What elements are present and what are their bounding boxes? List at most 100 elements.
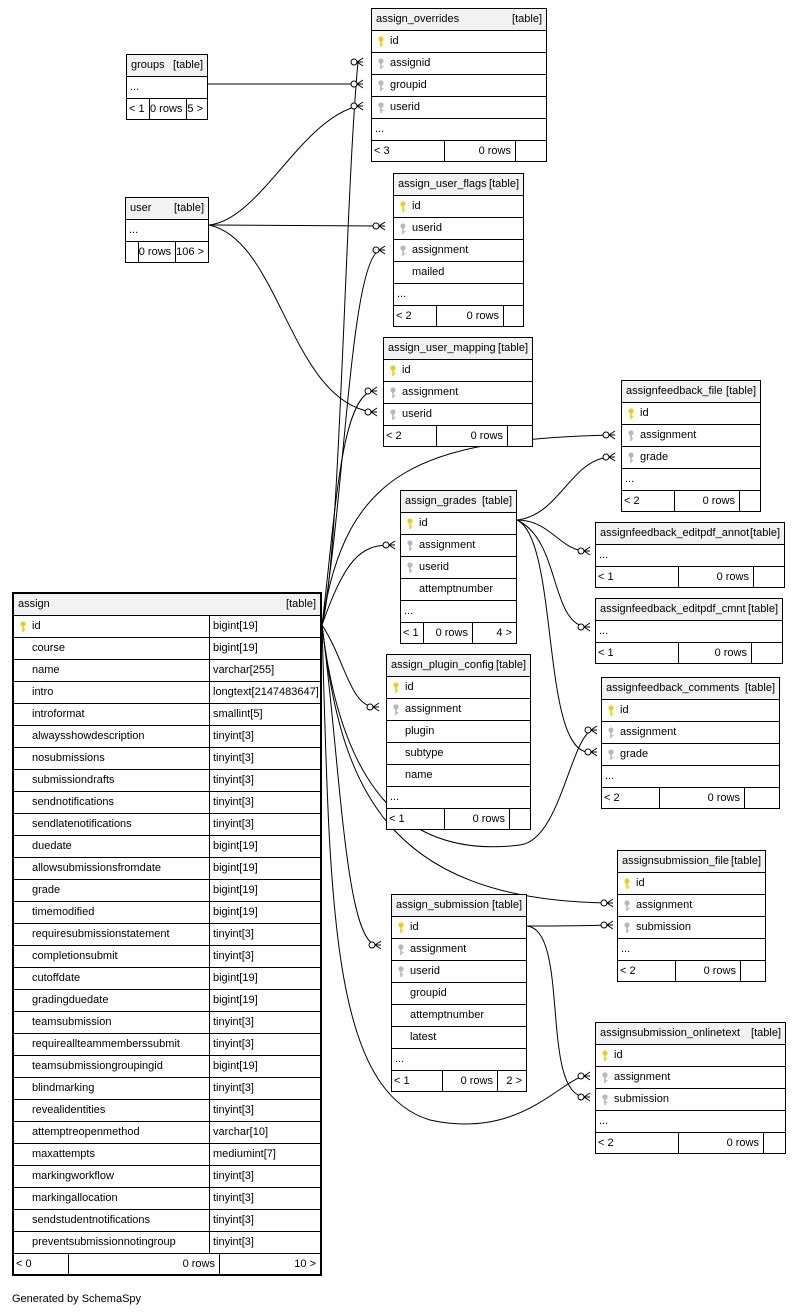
column-name: assignment <box>405 703 462 715</box>
optional-marker <box>364 408 372 416</box>
column-type: varchar[10] <box>209 1122 320 1143</box>
children-count: < 1 <box>127 99 150 119</box>
column-type: varchar[255] <box>209 660 320 681</box>
key-slot <box>14 924 32 945</box>
foreign-key-icon <box>622 447 640 468</box>
foreign-key-icon <box>618 895 636 916</box>
relationship-edge <box>526 924 609 927</box>
column-type: bigint[19] <box>209 616 320 637</box>
column-name: assignment <box>614 1071 671 1083</box>
optional-marker <box>577 1093 585 1101</box>
column-name: id <box>402 364 411 376</box>
column-row: userid <box>392 961 526 983</box>
column-name: cutoffdate <box>32 972 81 984</box>
table-name: assign <box>18 598 50 610</box>
table-name: assign_user_flags <box>398 178 487 190</box>
table-name: assign_grades <box>405 495 477 507</box>
table-header: assign_user_mapping[table] <box>384 338 532 360</box>
column-name: assignment <box>640 429 697 441</box>
table-header: assign_submission[table] <box>392 895 526 917</box>
column-row: id <box>394 196 523 218</box>
key-slot <box>14 1056 32 1077</box>
table-tag: [table] <box>498 342 528 354</box>
column-row: name <box>387 765 530 787</box>
column-type: tinyint[3] <box>209 1078 320 1099</box>
foreign-key-icon <box>602 722 620 743</box>
children-count: < 2 <box>384 426 437 446</box>
column-row: assignment <box>401 535 516 557</box>
table-assignfeedback-editpdf-annot: assignfeedback_editpdf_annot[table]...< … <box>595 522 785 588</box>
children-count: < 2 <box>622 491 675 511</box>
table-tag: [table] <box>745 682 775 694</box>
key-slot <box>401 579 419 600</box>
many-marker <box>590 725 598 735</box>
table-header: groups[table] <box>127 55 207 77</box>
column-type: bigint[19] <box>209 968 320 989</box>
key-slot <box>14 814 32 835</box>
foreign-key-icon <box>394 218 412 239</box>
column-name: id <box>419 517 428 529</box>
column-type: tinyint[3] <box>209 748 320 769</box>
parents-count: 10 > <box>294 1258 316 1270</box>
column-name: userid <box>419 561 449 573</box>
table-tag: [table] <box>492 899 522 911</box>
column-row: id <box>392 917 526 939</box>
table-header: assignfeedback_file[table] <box>622 381 760 403</box>
many-marker <box>590 747 598 757</box>
children-count: < 1 <box>596 643 679 663</box>
column-name: grade <box>640 451 669 463</box>
row-count: 0 rows <box>445 141 516 161</box>
column-row: submission <box>596 1089 785 1111</box>
column-name: sendnotifications <box>32 796 114 808</box>
column-name: preventsubmissionnotingroup <box>32 1236 176 1248</box>
relationship-edge <box>321 434 611 626</box>
column-name: blindmarking <box>32 1082 95 1094</box>
relationship-edge <box>321 624 593 848</box>
many-marker <box>374 940 382 950</box>
column-row: grade <box>602 744 779 766</box>
column-row: id <box>401 513 516 535</box>
column-row: groupid <box>372 75 546 97</box>
column-name: grade <box>620 748 649 760</box>
children-count: < 2 <box>394 306 437 326</box>
relationship-edge <box>321 624 377 946</box>
key-slot <box>14 1210 32 1231</box>
row-count: 0 rows <box>139 242 177 262</box>
table-tag: [table] <box>482 495 512 507</box>
primary-key-icon <box>14 616 32 637</box>
optional-marker <box>577 547 585 555</box>
parents-count: 106 > <box>176 246 204 258</box>
column-row: userid <box>394 218 523 240</box>
column-type: tinyint[3] <box>209 1188 320 1209</box>
more-columns: ... <box>387 787 530 809</box>
parents-count <box>510 809 530 829</box>
key-slot <box>14 880 32 901</box>
column-name: id <box>614 1049 623 1061</box>
many-marker <box>606 920 614 930</box>
primary-key-icon <box>384 360 402 381</box>
column-name: duedate <box>32 840 72 852</box>
optional-marker <box>350 102 358 110</box>
relationship-edge <box>526 925 586 1098</box>
many-marker <box>356 101 364 111</box>
optional-marker <box>584 726 592 734</box>
key-slot <box>14 660 32 681</box>
parents-count <box>764 1133 785 1153</box>
key-slot <box>14 682 32 703</box>
column-type: bigint[19] <box>209 1056 320 1077</box>
optional-marker <box>584 748 592 756</box>
table-name: assign_overrides <box>376 13 460 25</box>
column-name: markingworkflow <box>32 1170 114 1182</box>
column-name: introformat <box>32 708 85 720</box>
column-row: userid <box>372 97 546 119</box>
key-slot <box>14 1012 32 1033</box>
parents-count <box>752 643 782 663</box>
